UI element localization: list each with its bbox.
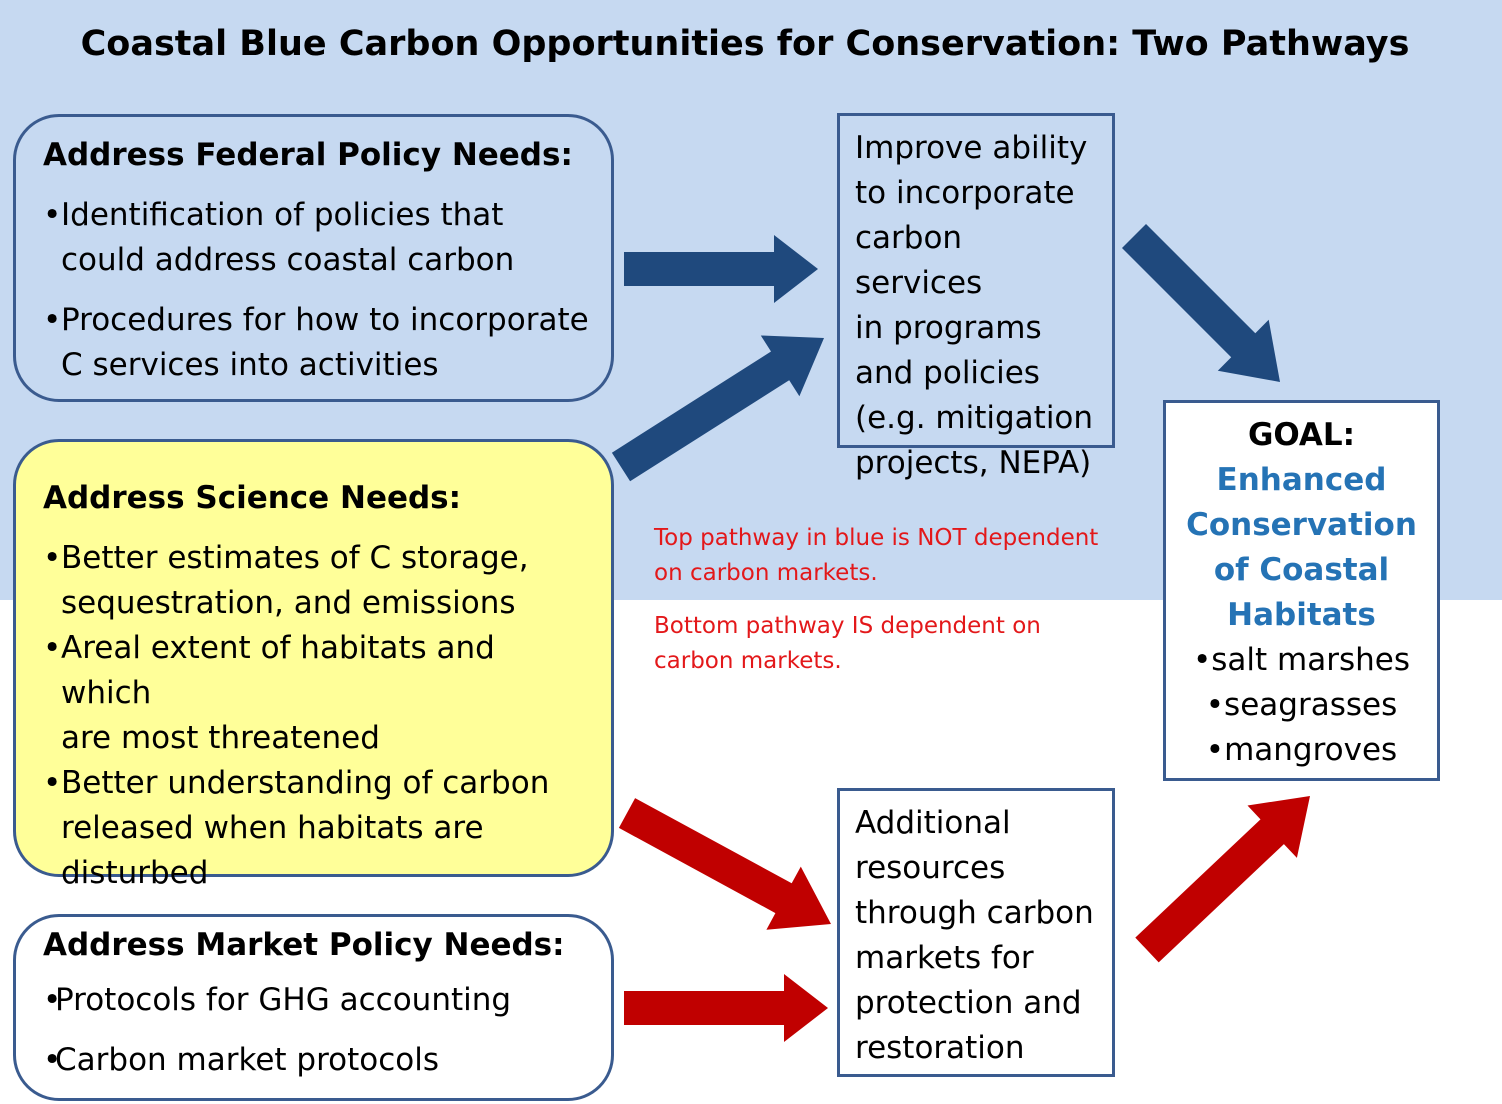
additional-to-goal-arrow (1135, 796, 1310, 963)
box-line: protection and (855, 985, 1082, 1021)
list-item: Carbon market protocols (43, 1038, 591, 1083)
box-line: (e.g. mitigation (855, 400, 1094, 436)
federal-policy-list: Identification of policies that could ad… (43, 193, 591, 388)
federal-policy-box: Address Federal Policy Needs: Identifica… (13, 114, 614, 402)
market-policy-list: Protocols for GHG accounting Carbon mark… (43, 978, 591, 1083)
science-to-improve-arrow (611, 335, 824, 482)
goal-title-line: Habitats (1227, 597, 1376, 633)
box-line: to incorporate (855, 175, 1075, 211)
federal-policy-heading: Address Federal Policy Needs: (43, 137, 573, 173)
goal-title-line: Enhanced (1216, 462, 1387, 498)
science-needs-box: Address Science Needs: Better estimates … (13, 439, 614, 891)
bottom-pathway-note: Bottom pathway IS dependent on carbon ma… (654, 613, 1041, 674)
science-to-additional-arrow (618, 798, 831, 930)
box-line: Improve ability (855, 130, 1088, 166)
improve-ability-box: Improve ability to incorporate carbon se… (837, 113, 1115, 481)
goal-title-line: Conservation (1186, 507, 1417, 543)
list-item: Areal extent of habitats and which are m… (43, 626, 591, 761)
box-line: Additional (855, 805, 1011, 841)
box-line: projects, NEPA) (855, 445, 1092, 481)
top-pathway-note: Top pathway in blue is NOT dependent on … (654, 525, 1099, 586)
box-line: restoration (855, 1030, 1025, 1066)
science-needs-list: Better estimates of C storage, sequestra… (43, 536, 591, 896)
market-to-additional-arrow (624, 974, 828, 1042)
improve-to-goal-arrow (1122, 224, 1280, 382)
box-line: in programs (855, 310, 1042, 346)
box-line: through carbon (855, 895, 1094, 931)
page-title: Coastal Blue Carbon Opportunities for Co… (80, 24, 1410, 64)
habitat-item: •seagrasses (1205, 687, 1398, 723)
market-policy-heading: Address Market Policy Needs: (43, 927, 565, 963)
goal-box: GOAL: Enhanced Conservation of Coastal H… (1163, 400, 1440, 781)
list-item: Better estimates of C storage, sequestra… (43, 536, 591, 626)
federal-to-improve-arrow (624, 235, 818, 303)
box-line: carbon services (855, 220, 983, 301)
science-needs-heading: Address Science Needs: (43, 480, 462, 516)
list-item: Procedures for how to incorporate C serv… (43, 298, 591, 388)
box-line: markets for (855, 940, 1034, 976)
goal-title-line: of Coastal (1213, 552, 1390, 588)
additional-resources-box: Additional resources through carbon mark… (837, 788, 1115, 1077)
list-item: Protocols for GHG accounting (43, 978, 591, 1023)
habitat-item: •salt marshes (1192, 642, 1410, 678)
market-policy-box: Address Market Policy Needs: Protocols f… (13, 914, 614, 1101)
goal-label: GOAL: (1247, 417, 1356, 453)
box-line: and policies (855, 355, 1040, 391)
list-item: Better understanding of carbon released … (43, 761, 591, 896)
list-item: Identification of policies that could ad… (43, 193, 591, 283)
box-line: resources (855, 850, 1006, 886)
habitat-item: •mangroves (1205, 732, 1398, 768)
